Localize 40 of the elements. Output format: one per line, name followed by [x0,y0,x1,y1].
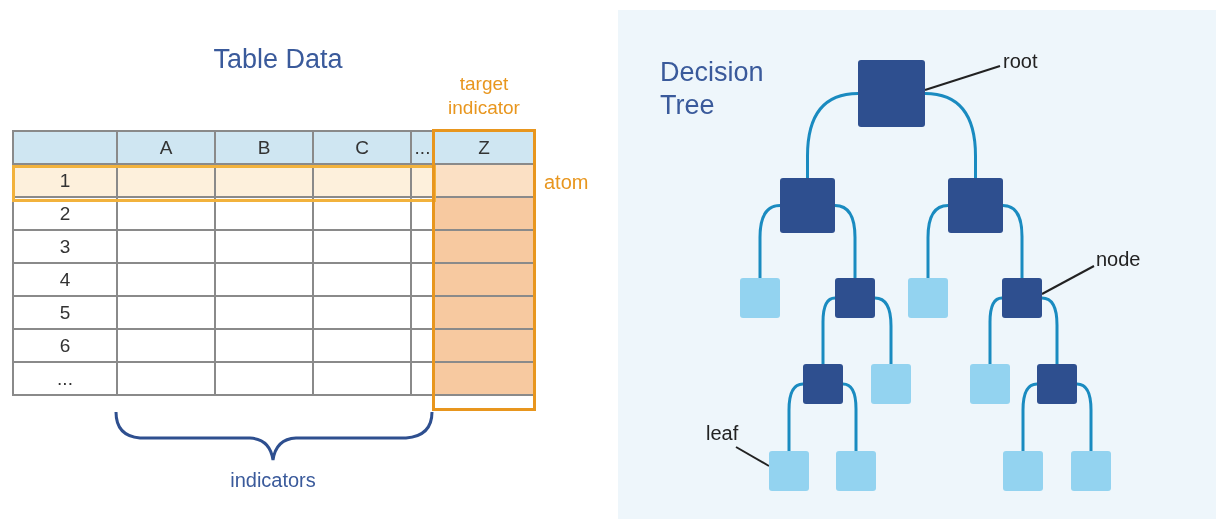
annotation-text: atom [544,171,589,194]
leaf-node [871,364,911,404]
column-header: C [313,131,411,164]
leader-line [735,446,770,467]
decision-node [803,364,843,404]
column-header: A [117,131,215,164]
leader-line [1041,265,1095,295]
row-number: 6 [13,329,117,362]
decision-node [1037,364,1077,404]
leaf-node [1071,451,1111,491]
callout-label: root [1003,50,1038,73]
leaf-node [970,364,1010,404]
column-header: B [215,131,313,164]
connector-line [806,92,859,178]
decision-node [948,178,1003,233]
leaf-node [769,451,809,491]
row-number: 4 [13,263,117,296]
column-header: Z [434,131,534,164]
callout-label: node [1096,248,1141,271]
panel-heading: Decision Tree [660,56,765,122]
decision-node [858,60,925,127]
leaf-node [908,278,948,318]
decision-node [1002,278,1042,318]
connector-line [1041,296,1059,364]
leaf-node [1003,451,1043,491]
heading: Table Data [212,44,344,75]
leaf-node [836,451,876,491]
decision-node [780,178,835,233]
decision-node [835,278,875,318]
leader-line [924,65,1001,91]
callout-label: leaf [706,422,739,445]
connector-line [924,92,977,178]
annotation-text: target indicator [447,72,521,120]
row-number: ... [13,362,117,395]
row-number: 5 [13,296,117,329]
annotation-text: indicators [229,469,317,492]
row-number: 3 [13,230,117,263]
connector-line [874,296,893,364]
panel-background [618,10,1216,519]
leaf-node [740,278,780,318]
